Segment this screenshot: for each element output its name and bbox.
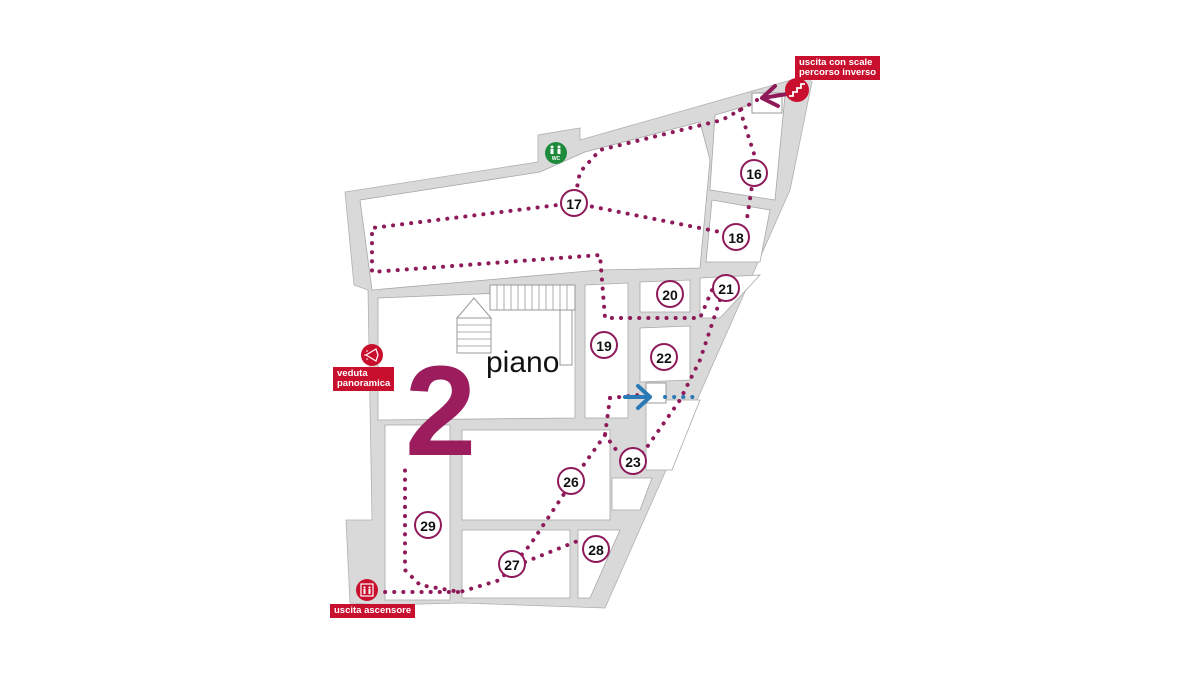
stop-marker-21[interactable]: 21 [712,274,740,302]
stop-number: 19 [596,338,612,354]
stop-circle [712,274,740,302]
stop-number: 17 [566,196,582,212]
exit-elevator-label[interactable]: uscita ascensore [330,604,416,618]
stop-number: 16 [746,166,762,182]
stop-circle [590,331,618,359]
stop-number: 21 [718,281,734,297]
elevator-icon[interactable] [356,579,378,601]
stop-number: 26 [563,474,579,490]
stop-number: 27 [504,557,520,573]
stop-number: 20 [662,287,678,303]
panorama-label[interactable]: veduta panoramica [333,367,395,391]
stop-circle [560,189,588,217]
stop-circle [414,511,442,539]
stop-number: 29 [420,518,436,534]
stop-marker-19[interactable]: 19 [590,331,618,359]
stop-number: 22 [656,350,672,366]
floor-label: piano [486,346,560,379]
stop-marker-22[interactable]: 22 [650,343,678,371]
stop-circle [650,343,678,371]
stop-circle [557,467,585,495]
svg-text:WC: WC [552,156,561,162]
stop-circle [656,280,684,308]
arrow-right-icon [623,384,652,410]
stop-circle [498,550,526,578]
floor-number: 2 [405,340,477,483]
stop-circle [582,535,610,563]
stop-number: 23 [625,454,641,470]
eye-view-icon[interactable] [361,344,383,366]
stop-marker-16[interactable]: 16 [740,159,768,187]
stop-circle [722,223,750,251]
stop-marker-26[interactable]: 26 [557,467,585,495]
stop-number: 28 [588,542,604,558]
stop-marker-20[interactable]: 20 [656,280,684,308]
exit-stairs-label[interactable]: uscita con scale percorso inverso [795,56,881,80]
stop-circle [619,447,647,475]
stop-circle [740,159,768,187]
stop-marker-27[interactable]: 27 [498,550,526,578]
stairs-icon[interactable] [785,78,809,102]
stop-marker-23[interactable]: 23 [619,447,647,475]
building-walls [344,75,813,609]
stop-marker-18[interactable]: 18 [722,223,750,251]
restroom-icon[interactable]: WC [545,142,567,164]
stop-marker-28[interactable]: 28 [582,535,610,563]
stop-number: 18 [728,230,744,246]
stop-marker-29[interactable]: 29 [414,511,442,539]
stop-markers: 16 17 18 19 20 21 22 23 26 27 28 29 [414,159,768,578]
stop-marker-17[interactable]: 17 [560,189,588,217]
